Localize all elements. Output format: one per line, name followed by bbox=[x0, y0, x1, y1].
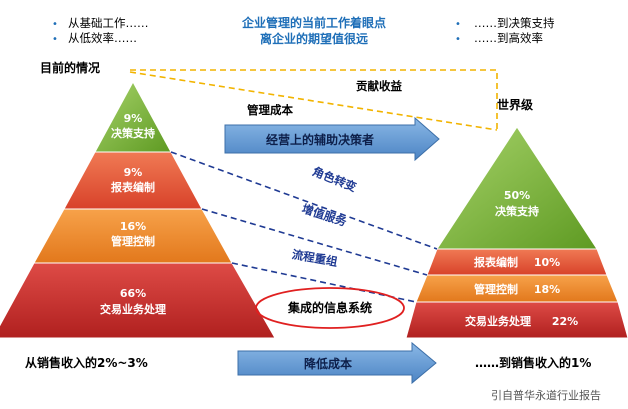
header-center-line-2: 离企业的期望值很远 bbox=[260, 31, 368, 46]
right-transaction-pct: 22% bbox=[552, 315, 578, 328]
label-process-reorg: 流程重组 bbox=[291, 247, 339, 269]
left-transaction-label: 交易业务处理 bbox=[100, 302, 166, 316]
integrated-system: 集成的信息系统 bbox=[255, 287, 405, 329]
right-bullet-1: ……到决策支持 bbox=[474, 16, 555, 30]
label-management-cost: 管理成本 bbox=[247, 103, 293, 117]
left-control-label: 管理控制 bbox=[111, 234, 155, 248]
bullet-dot-icon: • bbox=[455, 34, 461, 45]
left-tier-transaction bbox=[0, 262, 276, 339]
header-center-line-1: 企业管理的当前工作着眼点 bbox=[241, 15, 386, 30]
label-current-situation: 目前的情况 bbox=[40, 60, 100, 75]
transition-lines bbox=[170, 151, 438, 303]
label-world-class: 世界级 bbox=[497, 97, 533, 112]
dash-line-reporting bbox=[201, 208, 428, 276]
label-bottom-right: ……到销售收入的1% bbox=[475, 355, 591, 370]
label-bottom-left: 从销售收入的2%~3% bbox=[25, 355, 148, 370]
bullet-dot-icon: • bbox=[52, 19, 58, 30]
integrated-system-label: 集成的信息系统 bbox=[287, 300, 372, 315]
left-bullet-2: 从低效率…… bbox=[68, 31, 137, 45]
right-transaction-label: 交易业务处理 bbox=[465, 314, 531, 328]
left-bullet-1: 从基础工作…… bbox=[68, 16, 149, 30]
right-bullet-2: ……到高效率 bbox=[474, 31, 543, 45]
source-note: 引自普华永道行业报告 bbox=[491, 388, 601, 402]
right-pyramid: 50% 决策支持 报表编制 10% 管理控制 18% 交易业务处理 22% bbox=[405, 126, 628, 339]
left-transaction-pct: 66% bbox=[120, 287, 146, 300]
right-decision-pct: 50% bbox=[504, 189, 530, 202]
right-tier-decision bbox=[436, 126, 598, 250]
right-control-pct: 18% bbox=[534, 283, 560, 296]
bullet-dot-icon: • bbox=[52, 34, 58, 45]
top-arrow: 经营上的辅助决策者 bbox=[224, 116, 440, 162]
label-contribution: 贡献收益 bbox=[356, 79, 402, 93]
left-decision-label: 决策支持 bbox=[111, 126, 155, 140]
label-value-added: 增值服务 bbox=[300, 201, 349, 229]
left-reporting-pct: 9% bbox=[124, 166, 143, 179]
contribution-dash-line bbox=[130, 69, 498, 130]
integrated-system-ellipse bbox=[255, 287, 405, 329]
right-tier-transaction bbox=[405, 301, 628, 339]
header-right-bullets: • ……到决策支持 • ……到高效率 bbox=[455, 16, 555, 45]
right-control-label: 管理控制 bbox=[474, 282, 518, 296]
left-pyramid: 9% 决策支持 9% 报表编制 16% 管理控制 66% 交易业务处理 bbox=[0, 80, 276, 339]
right-reporting-pct: 10% bbox=[534, 256, 560, 269]
left-reporting-label: 报表编制 bbox=[111, 180, 155, 194]
right-reporting-label: 报表编制 bbox=[474, 255, 518, 269]
bottom-arrow-shape bbox=[237, 341, 437, 385]
left-control-pct: 16% bbox=[120, 220, 146, 233]
dash-line-decision bbox=[170, 151, 438, 250]
bullet-dot-icon: • bbox=[455, 19, 461, 30]
label-role-change: 角色转变 bbox=[311, 164, 359, 194]
dash-line-control bbox=[231, 262, 417, 303]
right-decision-label: 决策支持 bbox=[495, 204, 539, 218]
top-arrow-shape bbox=[224, 116, 440, 162]
left-decision-pct: 9% bbox=[124, 112, 143, 125]
header-left-bullets: • 从基础工作…… • 从低效率…… bbox=[52, 16, 149, 45]
top-arrow-label: 经营上的辅助决策者 bbox=[266, 132, 374, 147]
bottom-arrow-label: 降低成本 bbox=[304, 356, 352, 371]
bottom-arrow: 降低成本 bbox=[237, 341, 437, 385]
contribution-diagonal-dash bbox=[129, 71, 498, 131]
header-center: 企业管理的当前工作着眼点 离企业的期望值很远 bbox=[241, 15, 386, 46]
